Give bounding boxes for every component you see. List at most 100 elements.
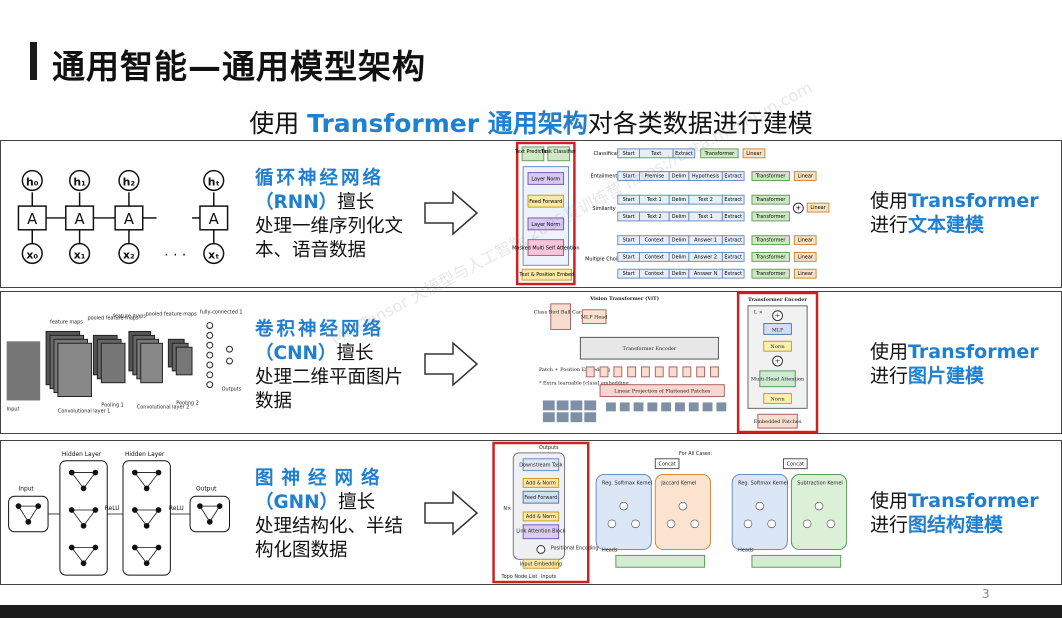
rnn-diagram: h₀ A x₀ h₁ A x₁ <box>17 169 229 265</box>
gnn-right-target: 图结构建模 <box>908 514 1004 536</box>
svg-text:Heads: Heads <box>602 547 618 553</box>
row-cnn: feature maps pooled feature maps feature… <box>0 291 1062 434</box>
vit-diagram: Vision Transformer (ViT) Class Bird Ball… <box>534 292 819 433</box>
row-gnn: Hidden Layer Hidden Layer Input Output R… <box>0 440 1062 585</box>
svg-text:h₀: h₀ <box>26 175 39 188</box>
svg-text:Output: Output <box>196 486 217 492</box>
svg-text:A: A <box>124 211 134 228</box>
gnn-right-line2-prefix: 进行 <box>870 514 909 536</box>
svg-text:Context: Context <box>645 238 664 244</box>
svg-text:Context: Context <box>645 254 664 260</box>
svg-text:Norm: Norm <box>770 344 785 350</box>
svg-text:MLP Head: MLP Head <box>581 315 607 321</box>
svg-text:* Extra learnable [class] embe: * Extra learnable [class] embedding <box>539 381 629 387</box>
svg-text:Transformer: Transformer <box>755 197 787 203</box>
rnn-right-transformer: Transformer <box>908 190 1039 212</box>
svg-text:Delim: Delim <box>672 238 687 244</box>
svg-text:Class Bird Ball Car ...: Class Bird Ball Car ... <box>534 310 588 316</box>
svg-text:L ×: L × <box>754 310 763 316</box>
svg-text:Concat: Concat <box>787 462 804 468</box>
cnn-description: 卷积神经网络 （CNN）擅长 处理二维平面图片数据 <box>255 318 415 414</box>
right-arrow-icon <box>424 190 479 236</box>
rnn-col-2: h₂ A x₂ <box>114 169 144 265</box>
svg-text:Delim: Delim <box>672 271 687 277</box>
rnn-ellipsis: · · · <box>164 247 186 263</box>
svg-text:Heads: Heads <box>738 547 754 553</box>
svg-text:For All Cases:: For All Cases: <box>679 451 713 457</box>
svg-text:Extract: Extract <box>724 214 742 220</box>
rnn-verb: 擅长 <box>337 192 375 213</box>
svg-text:Convolutional layer 1: Convolutional layer 1 <box>58 408 110 414</box>
svg-text:Start: Start <box>623 197 635 203</box>
svg-text:Similarity: Similarity <box>592 206 615 212</box>
svg-text:Transformer: Transformer <box>755 174 787 180</box>
svg-text:A: A <box>209 211 219 228</box>
svg-text:Delim: Delim <box>672 214 687 220</box>
svg-text:x₁: x₁ <box>74 248 86 261</box>
svg-text:Downstream Task: Downstream Task <box>519 463 563 469</box>
page-subtitle: 使用 Transformer 通用架构对各类数据进行建模 <box>0 104 1062 140</box>
svg-text:xₜ: xₜ <box>208 248 219 261</box>
right-arrow-icon <box>424 341 479 387</box>
svg-text:Delim: Delim <box>672 254 687 260</box>
svg-text:Premise: Premise <box>645 174 665 180</box>
svg-text:Multiple Choice: Multiple Choice <box>585 256 623 262</box>
svg-text:Positional Encoding: Positional Encoding <box>551 545 599 551</box>
gnn-model-name: 图神经网络 <box>255 468 388 489</box>
svg-text:Transformer Encoder: Transformer Encoder <box>748 297 807 303</box>
subtitle-suffix: 对各类数据进行建模 <box>587 109 813 138</box>
svg-text:Text 2: Text 2 <box>646 214 662 220</box>
svg-text:Input: Input <box>7 406 20 412</box>
svg-text:Context: Context <box>645 271 664 277</box>
rnn-right-line2-prefix: 进行 <box>870 214 909 236</box>
rnn-description: 循环神经网络 （RNN）擅长 处理一维序列化文本、语音数据 <box>255 167 415 263</box>
svg-text:Extract: Extract <box>724 254 742 260</box>
svg-text:x₂: x₂ <box>123 248 135 261</box>
svg-text:Patch + Position Embedding: Patch + Position Embedding <box>539 367 610 373</box>
gnn-right-text: 使用Transformer 进行图结构建模 <box>870 489 1039 537</box>
title-accent-bar <box>30 42 37 80</box>
svg-text:Hypothesis: Hypothesis <box>692 174 720 180</box>
gnn-right-prefix: 使用 <box>870 490 909 512</box>
svg-text:Pooling 1: Pooling 1 <box>101 402 124 408</box>
svg-text:Answer 2: Answer 2 <box>694 254 717 260</box>
svg-text:Layer Norm: Layer Norm <box>531 222 560 228</box>
graph-transformer-diagram: Outputs Downstream Task Add & Norm Feed … <box>492 441 848 584</box>
svg-text:Start: Start <box>623 214 635 220</box>
svg-text:feature maps: feature maps <box>50 320 83 326</box>
svg-text:Add & Norm: Add & Norm <box>526 480 556 486</box>
svg-text:Delim: Delim <box>672 197 687 203</box>
svg-text:x₀: x₀ <box>26 248 38 261</box>
svg-text:Reg. Softmax Kernel: Reg. Softmax Kernel <box>738 480 788 486</box>
svg-text:Transformer: Transformer <box>755 238 787 244</box>
svg-text:Text 1: Text 1 <box>697 214 713 220</box>
row-similarity: Start Text 1 Delim Text 2 Extract Transf… <box>617 194 830 222</box>
patch-tokens <box>585 366 719 378</box>
svg-text:Inputs: Inputs <box>541 574 557 580</box>
gnn-description: 图神经网络 （GNN）擅长 处理结构化、半结构化图数据 <box>255 467 415 563</box>
svg-text:Linear: Linear <box>798 238 814 244</box>
svg-text:Linear: Linear <box>798 174 814 180</box>
svg-text:Reg. Softmax Kernel: Reg. Softmax Kernel <box>602 480 652 486</box>
gpt-diagram: Text Prediction Task Classifier Layer No… <box>512 141 830 286</box>
svg-text:Classification: Classification <box>594 151 627 157</box>
svg-text:Linear: Linear <box>810 205 826 211</box>
svg-text:hₜ: hₜ <box>208 175 220 188</box>
gnn-verb: 擅长 <box>338 492 376 513</box>
rnn-right-prefix: 使用 <box>870 190 909 212</box>
svg-text:Text Prediction: Text Prediction <box>514 149 551 155</box>
svg-text:Transformer: Transformer <box>755 254 787 260</box>
rnn-col-t: hₜ A xₜ <box>199 169 229 265</box>
footer-bar <box>0 605 1062 618</box>
svg-text:h₁: h₁ <box>73 175 86 188</box>
svg-text:N×: N× <box>503 506 511 512</box>
rnn-desc-text: 处理一维序列化文本、语音数据 <box>255 216 404 261</box>
svg-text:fully-connected 1: fully-connected 1 <box>200 310 243 316</box>
svg-text:Outputs: Outputs <box>539 445 559 451</box>
svg-text:Topo Node List: Topo Node List <box>500 574 537 580</box>
svg-text:Link Attention Block: Link Attention Block <box>516 529 565 535</box>
svg-text:ReLU: ReLU <box>105 506 120 512</box>
pool2-stack <box>167 338 193 376</box>
svg-text:Start: Start <box>623 151 635 157</box>
